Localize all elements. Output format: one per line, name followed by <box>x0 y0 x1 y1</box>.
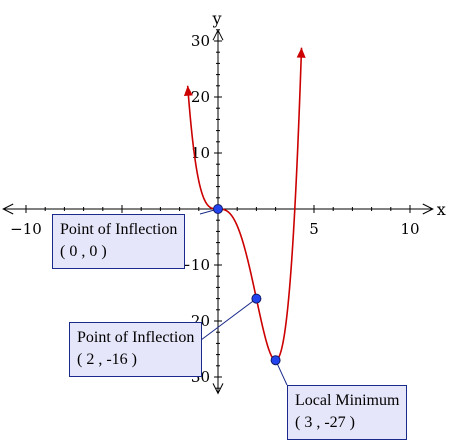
callout-local-minimum: Local Minimum ( 3 , -27 ) <box>287 385 408 440</box>
y-tick-label: 30 <box>191 32 210 50</box>
y-tick-label: 10 <box>191 144 210 162</box>
callout-label: Local Minimum <box>295 392 400 409</box>
x-axis-label: x <box>437 200 446 219</box>
x-tick-label: 5 <box>309 220 319 238</box>
y-tick-label: −10 <box>178 256 210 274</box>
callout-connector <box>196 298 257 344</box>
critical-point-marker <box>213 204 223 214</box>
callout-coords: ( 2 , -16 ) <box>77 351 137 368</box>
callout-label: Point of Inflection <box>77 329 195 346</box>
curve-arrow-right <box>296 47 306 58</box>
function-curve <box>186 47 303 362</box>
callout-label: Point of Inflection <box>60 221 178 238</box>
critical-point-marker <box>251 293 262 304</box>
callout-coords: ( 0 , 0 ) <box>60 243 107 260</box>
x-axis-arrow-right <box>422 203 434 215</box>
critical-point-marker <box>270 355 281 366</box>
curve-arrow-left <box>183 85 193 97</box>
x-tick-label: 10 <box>400 220 419 238</box>
x-axis-arrow-left <box>2 203 14 215</box>
callout-inflection-second: Point of Inflection ( 2 , -16 ) <box>69 322 203 377</box>
y-tick-label: 20 <box>191 88 210 106</box>
callout-inflection-origin: Point of Inflection ( 0 , 0 ) <box>52 214 186 269</box>
x-tick-label: −10 <box>10 220 42 238</box>
callout-coords: ( 3 , -27 ) <box>295 414 355 431</box>
y-axis-arrow-down <box>212 383 224 395</box>
y-axis-label: y <box>211 9 221 28</box>
